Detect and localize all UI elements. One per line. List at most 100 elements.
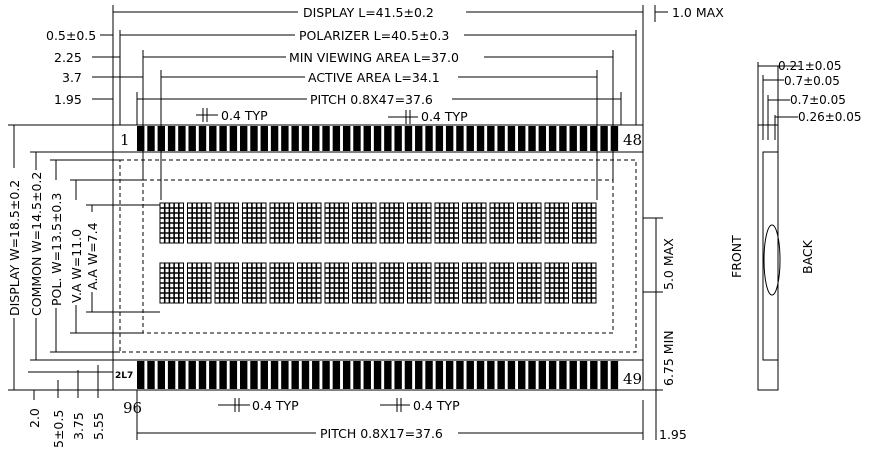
pin-width-bottom-right-label: 0.4 TYP <box>413 398 460 413</box>
back-label: BACK <box>800 239 815 274</box>
right-offset-label: 1.95 <box>659 427 687 442</box>
bottom-dimension-lines <box>28 365 644 440</box>
pin-width-top-right-label: 0.4 TYP <box>421 109 468 124</box>
bottom-pad-10 <box>229 361 238 389</box>
top-pad-1 <box>137 126 145 151</box>
char-cell-r2-c15 <box>544 262 569 304</box>
char-cell-r2-c16 <box>572 262 597 304</box>
min-viewing-length-label: MIN VIEWING AREA L=37.0 <box>289 50 459 65</box>
offset-active-label: 3.7 <box>62 70 82 85</box>
offset-polarizer-label: 0.5±0.5 <box>46 28 96 43</box>
char-cell-r1-c15 <box>544 202 569 244</box>
top-pad-38 <box>518 126 526 151</box>
char-cell-r1-c5 <box>269 202 294 244</box>
char-cell-r1-c11 <box>434 202 459 244</box>
top-pad-15 <box>281 126 289 151</box>
offset-pitch-label: 1.95 <box>54 92 82 107</box>
bottom-pad-30 <box>435 361 444 389</box>
char-cell-r2-c14 <box>517 262 542 304</box>
bottom-pad-24 <box>373 361 382 389</box>
top-pad-21 <box>342 126 351 151</box>
char-cell-r2-c11 <box>434 262 459 304</box>
top-pad-42 <box>559 126 567 151</box>
top-pad-16 <box>291 126 299 151</box>
display-width-label: DISPLAY W=18.5±0.2 <box>7 180 22 316</box>
pin-1-label: 1 <box>120 131 130 149</box>
bottom-pad-14 <box>270 361 279 389</box>
top-pad-35 <box>487 126 495 151</box>
top-pad-11 <box>239 126 248 151</box>
bottom-pad-3 <box>157 361 166 389</box>
side-dim-4: 0.26±0.05 <box>798 110 862 124</box>
polarizer-width-label: POL. W=13.5±0.3 <box>49 193 64 306</box>
viewing-width-label: V.A W=11.0 <box>69 229 84 303</box>
top-pad-23 <box>363 126 371 151</box>
char-cell-r1-c13 <box>489 202 514 244</box>
bottom-pad-1 <box>137 361 145 389</box>
bottom-pad-22 <box>353 361 361 389</box>
top-pad-2 <box>147 126 155 151</box>
bottom-pad-12 <box>250 361 258 389</box>
bottom-offset-3: 3.75 <box>71 412 86 440</box>
side-view <box>757 62 800 391</box>
bottom-pad-16 <box>291 361 299 389</box>
top-pad-28 <box>415 126 423 151</box>
bottom-pad-4 <box>167 361 176 389</box>
bottom-pad-39 <box>528 361 536 389</box>
char-cell-r1-c9 <box>379 202 404 244</box>
top-pad-29 <box>425 126 433 151</box>
bottom-pad-8 <box>209 361 217 389</box>
bottom-pad-29 <box>425 361 433 389</box>
pin-49-label: 49 <box>623 370 642 388</box>
char-cell-r2-c10 <box>407 262 432 304</box>
char-cell-r2-c3 <box>214 262 239 304</box>
active-width-label: A.A W=7.4 <box>85 222 100 290</box>
top-pad-18 <box>312 126 320 151</box>
pitch-bottom-label: PITCH 0.8X17=37.6 <box>320 426 443 441</box>
char-cell-r2-c13 <box>489 262 514 304</box>
top-pad-39 <box>528 126 536 151</box>
top-pad-47 <box>610 126 619 151</box>
top-pad-25 <box>384 126 392 151</box>
bottom-pad-19 <box>322 361 330 389</box>
top-pad-34 <box>476 126 485 151</box>
glass-outline <box>112 124 644 391</box>
top-pad-32 <box>456 126 464 151</box>
char-cell-r1-c4 <box>242 202 267 244</box>
right-dimension-lines <box>643 217 663 440</box>
bottom-pad-15 <box>281 361 289 389</box>
bottom-pad-45 <box>590 361 598 389</box>
top-pad-26 <box>394 126 402 151</box>
active-area <box>142 179 614 334</box>
top-pad-17 <box>301 126 310 151</box>
char-cell-r1-c7 <box>324 202 349 244</box>
bottom-pad-17 <box>301 361 310 389</box>
top-pad-5 <box>178 126 186 151</box>
polarizer-length-label: POLARIZER L=40.5±0.3 <box>299 28 449 43</box>
display-length-label: DISPLAY L=41.5±0.2 <box>303 5 434 20</box>
top-pad-41 <box>548 126 557 151</box>
bottom-pad-5 <box>178 361 186 389</box>
top-pad-4 <box>167 126 176 151</box>
char-cell-r2-c7 <box>324 262 349 304</box>
bottom-pad-47 <box>610 361 619 389</box>
top-pad-40 <box>538 126 547 151</box>
side-dim-1: 0.21±0.05 <box>778 59 842 73</box>
top-pad-31 <box>445 126 454 151</box>
bottom-pad-6 <box>188 361 196 389</box>
top-pad-46 <box>600 126 608 151</box>
top-pad-6 <box>188 126 196 151</box>
char-cell-r1-c8 <box>352 202 377 244</box>
bottom-pad-34 <box>476 361 485 389</box>
top-pad-24 <box>373 126 382 151</box>
char-cell-r1-c12 <box>462 202 487 244</box>
top-pad-33 <box>466 126 474 151</box>
bottom-pad-27 <box>404 361 413 389</box>
top-pad-20 <box>332 126 341 151</box>
top-pad-44 <box>579 126 588 151</box>
front-label: FRONT <box>729 235 744 278</box>
bottom-pad-46 <box>600 361 608 389</box>
bottom-pad-13 <box>260 361 268 389</box>
bottom-pad-32 <box>456 361 464 389</box>
